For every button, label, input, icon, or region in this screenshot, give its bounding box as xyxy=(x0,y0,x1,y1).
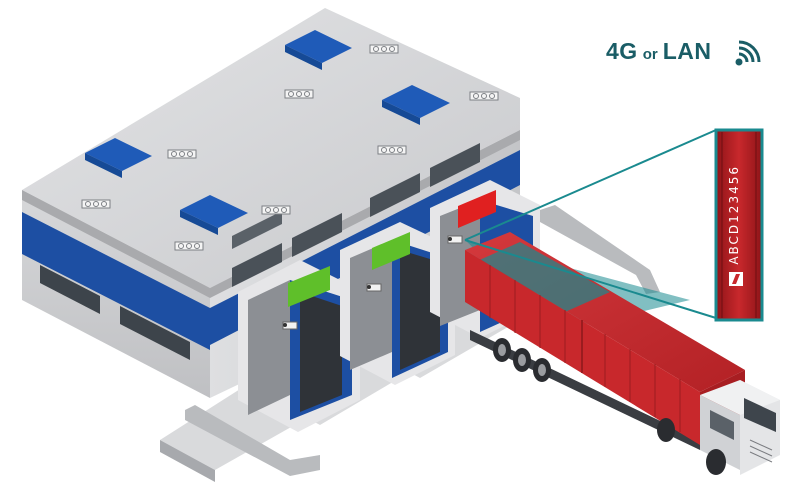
skylight xyxy=(285,30,352,63)
truck-side-window xyxy=(710,410,734,440)
dock-signal-light xyxy=(288,266,330,307)
front-windows xyxy=(232,143,480,287)
container-id-badge-icon xyxy=(729,272,743,286)
curb-right xyxy=(540,205,660,294)
container-top-roof-patch xyxy=(475,242,610,312)
building-roof xyxy=(22,8,520,288)
roof-ventilation-units xyxy=(81,44,499,251)
skylight xyxy=(180,195,248,228)
roof-edge xyxy=(22,130,520,298)
skylight xyxy=(85,138,152,171)
roof-skylights xyxy=(85,30,450,235)
truck-windshield xyxy=(744,398,776,432)
camera-icon xyxy=(447,235,463,244)
wifi-signal-icon xyxy=(735,40,761,66)
camera-icon xyxy=(282,321,298,330)
truck-grille xyxy=(749,439,773,463)
dock-door-1 xyxy=(238,260,360,432)
container-ribs xyxy=(489,265,681,432)
skylight xyxy=(382,85,450,118)
connectivity-conjunction: or xyxy=(642,46,658,63)
dock-signal-light xyxy=(372,232,410,270)
curb-front xyxy=(185,405,320,476)
left-wall-windows xyxy=(40,265,190,360)
ocr-callout-lines xyxy=(464,129,717,319)
connectivity-secondary: LAN xyxy=(662,38,712,64)
container-code-zoom-panel xyxy=(714,128,764,322)
dock-signal-light xyxy=(458,190,496,228)
connectivity-primary: 4G xyxy=(606,38,638,64)
container-truck xyxy=(465,232,780,475)
container-code-text: ABCD123456 xyxy=(727,165,741,265)
truck-wheels xyxy=(657,418,726,475)
connectivity-label: 4G or LAN xyxy=(606,38,711,72)
building-blue-band-left xyxy=(22,212,210,350)
camera-icon xyxy=(366,283,382,292)
container-code-text-wrap: ABCD123456 xyxy=(722,150,746,280)
